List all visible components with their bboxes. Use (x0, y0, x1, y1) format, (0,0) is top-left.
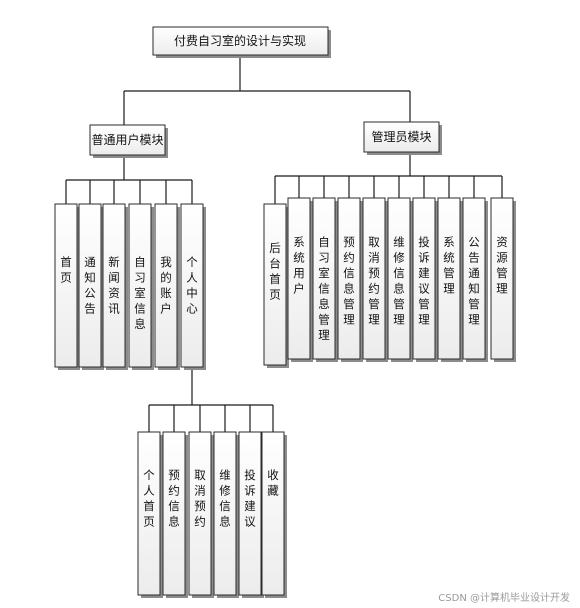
admin-child-node: 预约信息管理 (337, 197, 363, 362)
admin-child-node-frame (412, 197, 436, 360)
admin-child-node-frame (462, 197, 486, 360)
user-child-node: 我的账户 (154, 203, 180, 370)
personal-child-node-frame (137, 431, 161, 596)
user-module-node-frame (89, 124, 166, 156)
personal-child-node: 维修信息 (213, 431, 239, 598)
root-node: 付费自习室的设计与实现 (152, 26, 331, 58)
user-child-label: 我的账户 (160, 255, 172, 316)
user-module-node: 普通用户模块 (89, 124, 168, 158)
personal-child-node-frame (188, 431, 212, 596)
personal-child-node: 预约信息 (162, 431, 188, 598)
user-child-label: 自习室信息 (134, 255, 146, 331)
user-child-label: 首页 (60, 255, 72, 285)
admin-child-node: 系统管理 (437, 197, 463, 362)
user-child-node: 通知公告 (78, 203, 104, 370)
admin-child-node-frame (337, 197, 361, 360)
personal-child-node: 取消预约 (188, 431, 214, 598)
admin-child-node: 维修信息管理 (387, 197, 413, 362)
admin-child-label: 系统用户 (293, 235, 305, 296)
user-child-node-frame (128, 203, 152, 368)
root-node-frame (152, 26, 329, 56)
user-child-node-frame (154, 203, 178, 368)
personal-child-node-frame (162, 431, 186, 596)
user-child-node-frame (54, 203, 78, 368)
admin-child-node: 资源管理 (490, 197, 516, 362)
admin-child-label: 取消预约管理 (368, 235, 380, 327)
admin-child-node-frame (387, 197, 411, 360)
admin-child-node: 取消预约管理 (362, 197, 388, 362)
admin-child-label: 预约信息管理 (343, 235, 355, 327)
admin-child-node: 自习室信息管理 (312, 197, 338, 362)
personal-child-node-frame (213, 431, 237, 596)
personal-child-label: 个人首页 (143, 468, 155, 529)
user-child-label: 个人中心 (186, 255, 198, 316)
admin-child-node: 投诉建议管理 (412, 197, 438, 362)
user-child-label: 通知公告 (84, 255, 96, 316)
user-child-node: 新闻资讯 (102, 203, 128, 370)
personal-child-label: 投诉建议 (244, 468, 256, 529)
user-child-node: 自习室信息 (128, 203, 154, 370)
admin-module-node-frame (363, 121, 440, 153)
personal-child-node: 投诉建议 (238, 431, 264, 598)
user-child-label: 新闻资讯 (108, 255, 120, 316)
personal-child-node: 个人首页 (137, 431, 163, 598)
user-child-node-frame (102, 203, 126, 368)
user-child-node: 首页 (54, 203, 80, 370)
admin-child-node: 公告通知管理 (462, 197, 488, 362)
admin-child-label: 资源管理 (496, 235, 508, 296)
user-child-node-frame (78, 203, 102, 368)
admin-child-label: 自习室信息管理 (318, 235, 330, 342)
admin-child-label: 后台首页 (269, 241, 281, 302)
user-child-node: 个人中心 (180, 203, 206, 370)
personal-child-label: 维修信息 (219, 468, 231, 529)
admin-child-node-frame (437, 197, 461, 360)
admin-child-label: 公告通知管理 (468, 235, 480, 327)
admin-child-node-frame (312, 197, 336, 360)
personal-child-label: 预约信息 (168, 468, 180, 529)
admin-child-node: 后台首页 (263, 203, 289, 368)
personal-child-label: 取消预约 (194, 468, 206, 529)
admin-module-node: 管理员模块 (363, 121, 442, 155)
admin-child-node-frame (287, 197, 311, 360)
personal-child-node-frame (261, 431, 285, 596)
personal-child-node: 收藏 (261, 431, 287, 598)
csdn-watermark: CSDN @计算机毕业设计开发 (438, 593, 570, 604)
admin-child-label: 维修信息管理 (393, 235, 405, 327)
user-child-node-frame (180, 203, 204, 368)
admin-child-node-frame (490, 197, 514, 360)
personal-child-node-frame (238, 431, 262, 596)
admin-module-label: 管理员模块 (371, 129, 431, 144)
admin-child-node-frame (362, 197, 386, 360)
personal-child-label: 收藏 (267, 468, 279, 498)
root-node-label: 付费自习室的设计与实现 (174, 33, 306, 48)
user-module-label: 普通用户模块 (91, 132, 163, 147)
admin-child-label: 投诉建议管理 (418, 235, 430, 327)
admin-child-node-frame (263, 203, 287, 366)
admin-child-node: 系统用户 (287, 197, 313, 362)
admin-child-label: 系统管理 (443, 235, 455, 296)
